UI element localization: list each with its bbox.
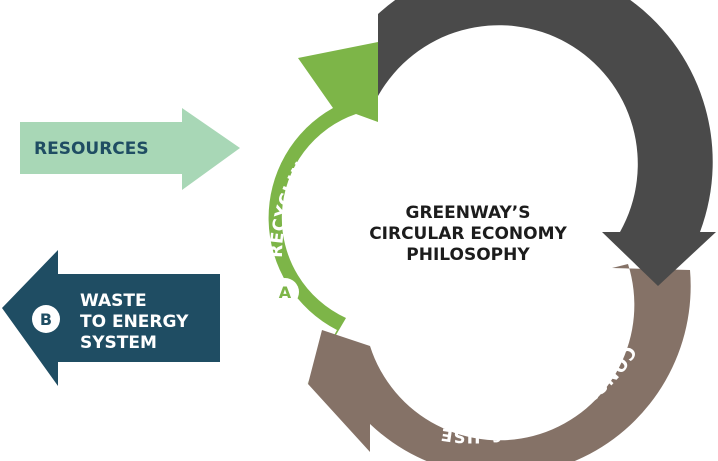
consumption-segment — [308, 264, 691, 461]
resources-arrow-shape — [20, 108, 240, 190]
waste-to-energy-arrow: B WASTE TO ENERGY SYSTEM — [2, 250, 220, 386]
waste-label-line3: SYSTEM — [80, 333, 157, 353]
center-title-line1: GREENWAY’S — [405, 203, 530, 223]
waste-label-line1: WASTE — [80, 291, 147, 311]
center-title-line3: PHILOSOPHY — [406, 245, 530, 265]
manufacturing-segment — [378, 0, 716, 286]
center-title-line2: CIRCULAR ECONOMY — [369, 224, 567, 244]
badge-a-label: A — [279, 283, 292, 302]
waste-arrow-shape — [2, 250, 220, 386]
badge-b-icon — [32, 305, 60, 333]
resources-arrow: RESOURCES — [20, 108, 240, 190]
recycling-segment — [268, 42, 378, 386]
waste-label-line2: TO ENERGY — [80, 312, 189, 332]
badge-b-label: B — [40, 310, 52, 329]
resources-label: RESOURCES — [34, 139, 149, 159]
center-title: GREENWAY’S CIRCULAR ECONOMY PHILOSOPHY — [369, 203, 567, 265]
badge-a-icon — [271, 278, 299, 306]
